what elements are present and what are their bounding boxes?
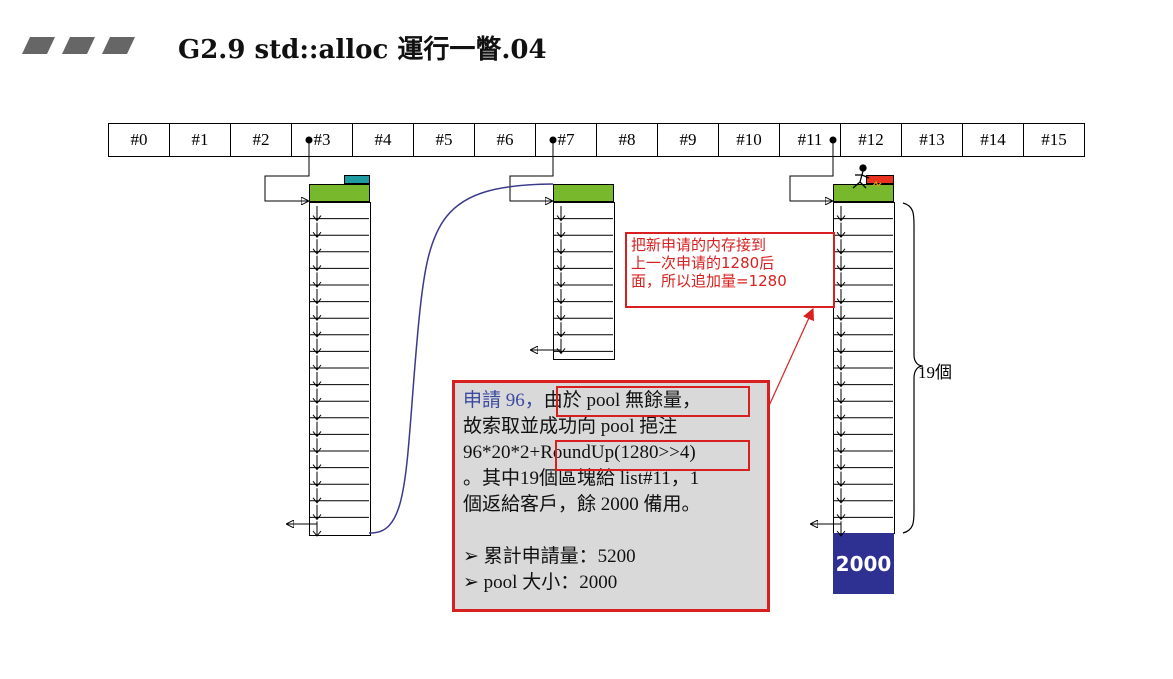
roundup-text: RoundUp(1280>>4) bbox=[540, 442, 696, 463]
next-link-arrow bbox=[836, 372, 846, 388]
list7-chunk-column bbox=[553, 202, 615, 360]
climber-figure-icon bbox=[852, 164, 882, 189]
explanation-box: 申請 96，由於 pool 無餘量， 故索取並成功向 pool 挹注 96*20… bbox=[452, 380, 770, 612]
list11-head-block bbox=[833, 184, 894, 202]
pool-size-bullet: ➢ pool 大小：2000 bbox=[463, 572, 618, 593]
next-link-arrow bbox=[836, 338, 846, 355]
free-list-index-cell: #12 bbox=[841, 124, 902, 156]
next-link-arrow bbox=[312, 289, 322, 305]
note-line: 面，所以追加量=1280 bbox=[631, 272, 787, 290]
note-box: 把新申请的内存接到 上一次申请的1280后 面，所以追加量=1280 bbox=[625, 232, 835, 308]
next-link-arrow bbox=[312, 222, 322, 239]
next-link-arrow bbox=[836, 355, 846, 371]
next-link-arrow bbox=[556, 222, 566, 239]
next-link-arrow bbox=[836, 272, 846, 288]
free-list-index-cell: #1 bbox=[170, 124, 231, 156]
list3-pointer-arrow bbox=[264, 140, 310, 201]
next-link-arrow bbox=[556, 255, 566, 272]
free-list-index-cell: #10 bbox=[719, 124, 780, 156]
next-link-arrow bbox=[312, 272, 322, 288]
list3-chunk-column bbox=[309, 202, 371, 536]
next-link-arrow bbox=[836, 322, 846, 338]
request-text: 申請 96， bbox=[463, 390, 544, 411]
next-link-arrow bbox=[836, 405, 846, 421]
next-link-arrow bbox=[312, 255, 322, 272]
next-link-arrow bbox=[836, 206, 846, 222]
page-title: G2.9 std::alloc 運行一瞥.04 bbox=[178, 35, 547, 65]
next-link-arrow bbox=[556, 272, 566, 288]
next-link-arrow bbox=[836, 438, 846, 454]
free-list-index-cell: #9 bbox=[658, 124, 719, 156]
free-list-index-cell: #13 bbox=[902, 124, 963, 156]
free-list-index-cell: #14 bbox=[963, 124, 1024, 156]
next-link-arrow bbox=[312, 372, 322, 388]
next-link-arrow bbox=[836, 504, 846, 521]
roundup-highlight bbox=[555, 440, 750, 471]
free-list-index-cell: #6 bbox=[475, 124, 536, 156]
next-link-arrow bbox=[312, 305, 322, 322]
next-link-arrow bbox=[556, 322, 566, 338]
explanation-line: 個返給客戶，餘 2000 備用。 bbox=[463, 494, 701, 515]
next-link-arrow bbox=[836, 255, 846, 272]
free-list-index-cell: #5 bbox=[414, 124, 475, 156]
list3-head-block bbox=[309, 184, 370, 202]
next-link-arrow bbox=[836, 305, 846, 322]
next-link-arrow bbox=[556, 305, 566, 322]
next-link-arrow bbox=[312, 388, 322, 405]
total-request-bullet: ➢ 累計申請量：5200 bbox=[463, 546, 636, 567]
next-link-arrow bbox=[556, 206, 566, 222]
block-count-label: 19個 bbox=[918, 363, 952, 382]
free-list-index-cell: #11 bbox=[780, 124, 841, 156]
next-link-arrow bbox=[312, 206, 322, 222]
pool-empty-highlight bbox=[556, 386, 750, 417]
formula-text: 96*20*2+ bbox=[463, 442, 541, 463]
free-list-index-cell: #4 bbox=[353, 124, 414, 156]
free-list-index-cell: #2 bbox=[231, 124, 292, 156]
pool-block: 2000 bbox=[833, 533, 894, 594]
free-list-index-cell: #7 bbox=[536, 124, 597, 156]
next-link-arrow bbox=[836, 488, 846, 504]
next-link-arrow bbox=[312, 504, 322, 521]
next-link-arrow bbox=[312, 455, 322, 471]
next-link-arrow bbox=[556, 239, 566, 255]
next-link-arrow bbox=[312, 421, 322, 438]
next-link-arrow bbox=[836, 239, 846, 255]
next-link-arrow bbox=[312, 338, 322, 355]
next-link-arrow bbox=[312, 488, 322, 504]
next-link-arrow bbox=[312, 239, 322, 255]
free-list-index-cell: #0 bbox=[109, 124, 170, 156]
list3-teal-marker bbox=[344, 175, 370, 184]
free-list-index-cell: #8 bbox=[597, 124, 658, 156]
next-link-arrow bbox=[836, 455, 846, 471]
free-list-index-cell: #15 bbox=[1041, 130, 1067, 149]
next-link-arrow bbox=[836, 421, 846, 438]
brace-19-blocks bbox=[902, 202, 924, 534]
pool-empty-text: 由於 pool 無餘量， bbox=[543, 390, 702, 411]
next-link-arrow bbox=[312, 471, 322, 488]
free-list-index-cell: #3 bbox=[292, 124, 353, 156]
next-link-arrow bbox=[312, 355, 322, 371]
next-link-arrow bbox=[836, 471, 846, 488]
list7-head-block bbox=[553, 184, 614, 202]
next-link-arrow bbox=[312, 405, 322, 421]
list11-pointer-arrow bbox=[789, 140, 834, 201]
explanation-line: 。其中19個區塊給 list#11，1 bbox=[463, 468, 700, 489]
note-line: 把新申请的内存接到 bbox=[631, 236, 767, 254]
free-list-index-bar: #0 #1 #2 #3 #4 #5 #6 #7 #8 #9 #10 #11 #1… bbox=[108, 123, 1085, 157]
next-link-arrow bbox=[556, 289, 566, 305]
note-line: 上一次申请的1280后 bbox=[631, 254, 775, 272]
list7-pointer-arrow bbox=[509, 140, 554, 201]
next-link-arrow bbox=[836, 222, 846, 239]
linking-curve bbox=[368, 183, 554, 534]
next-link-arrow bbox=[836, 289, 846, 305]
explanation-line: 故索取並成功向 pool 挹注 bbox=[463, 416, 678, 437]
next-link-arrow bbox=[312, 438, 322, 454]
next-link-arrow bbox=[312, 322, 322, 338]
next-link-arrow bbox=[836, 388, 846, 405]
